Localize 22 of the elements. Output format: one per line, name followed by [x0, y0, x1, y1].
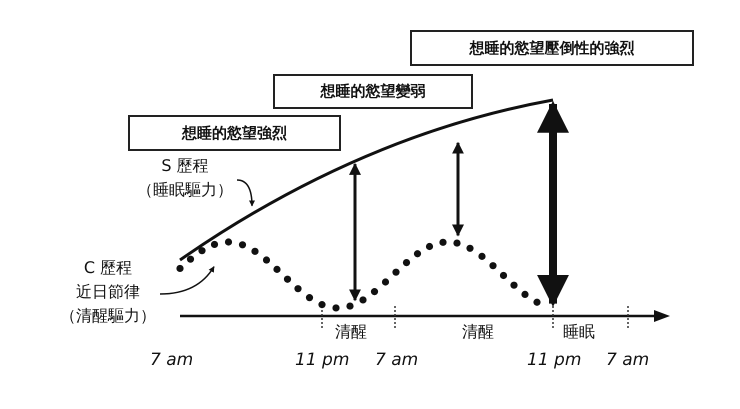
- text-box: 想睡的慾望變弱: [273, 74, 473, 109]
- process-label: C 歷程: [82, 257, 134, 279]
- process-label: S 歷程: [160, 155, 210, 177]
- double-arrow: [452, 142, 464, 237]
- text-box: 想睡的慾望壓倒性的強烈: [410, 30, 694, 66]
- time-label: 11 pm: [295, 350, 350, 370]
- state-label: 清醒: [462, 322, 494, 343]
- time-label: 7 am: [150, 350, 194, 370]
- curved-arrow: [236, 179, 255, 206]
- curved-arrow: [160, 266, 215, 295]
- time-label: 11 pm: [527, 350, 582, 370]
- text-box: 想睡的慾望強烈: [128, 115, 341, 151]
- dotted-curve: [176, 238, 541, 312]
- state-label: 清醒: [335, 322, 367, 343]
- time-label: 7 am: [606, 350, 650, 370]
- process-label: （睡眠驅力）: [136, 179, 234, 201]
- double-arrow: [349, 162, 361, 302]
- process-label: （清醒驅力）: [59, 305, 157, 327]
- process-label: 近日節律: [75, 281, 141, 303]
- state-label: 睡眠: [563, 322, 595, 343]
- double-arrow: [537, 100, 569, 307]
- time-label: 7 am: [375, 350, 418, 370]
